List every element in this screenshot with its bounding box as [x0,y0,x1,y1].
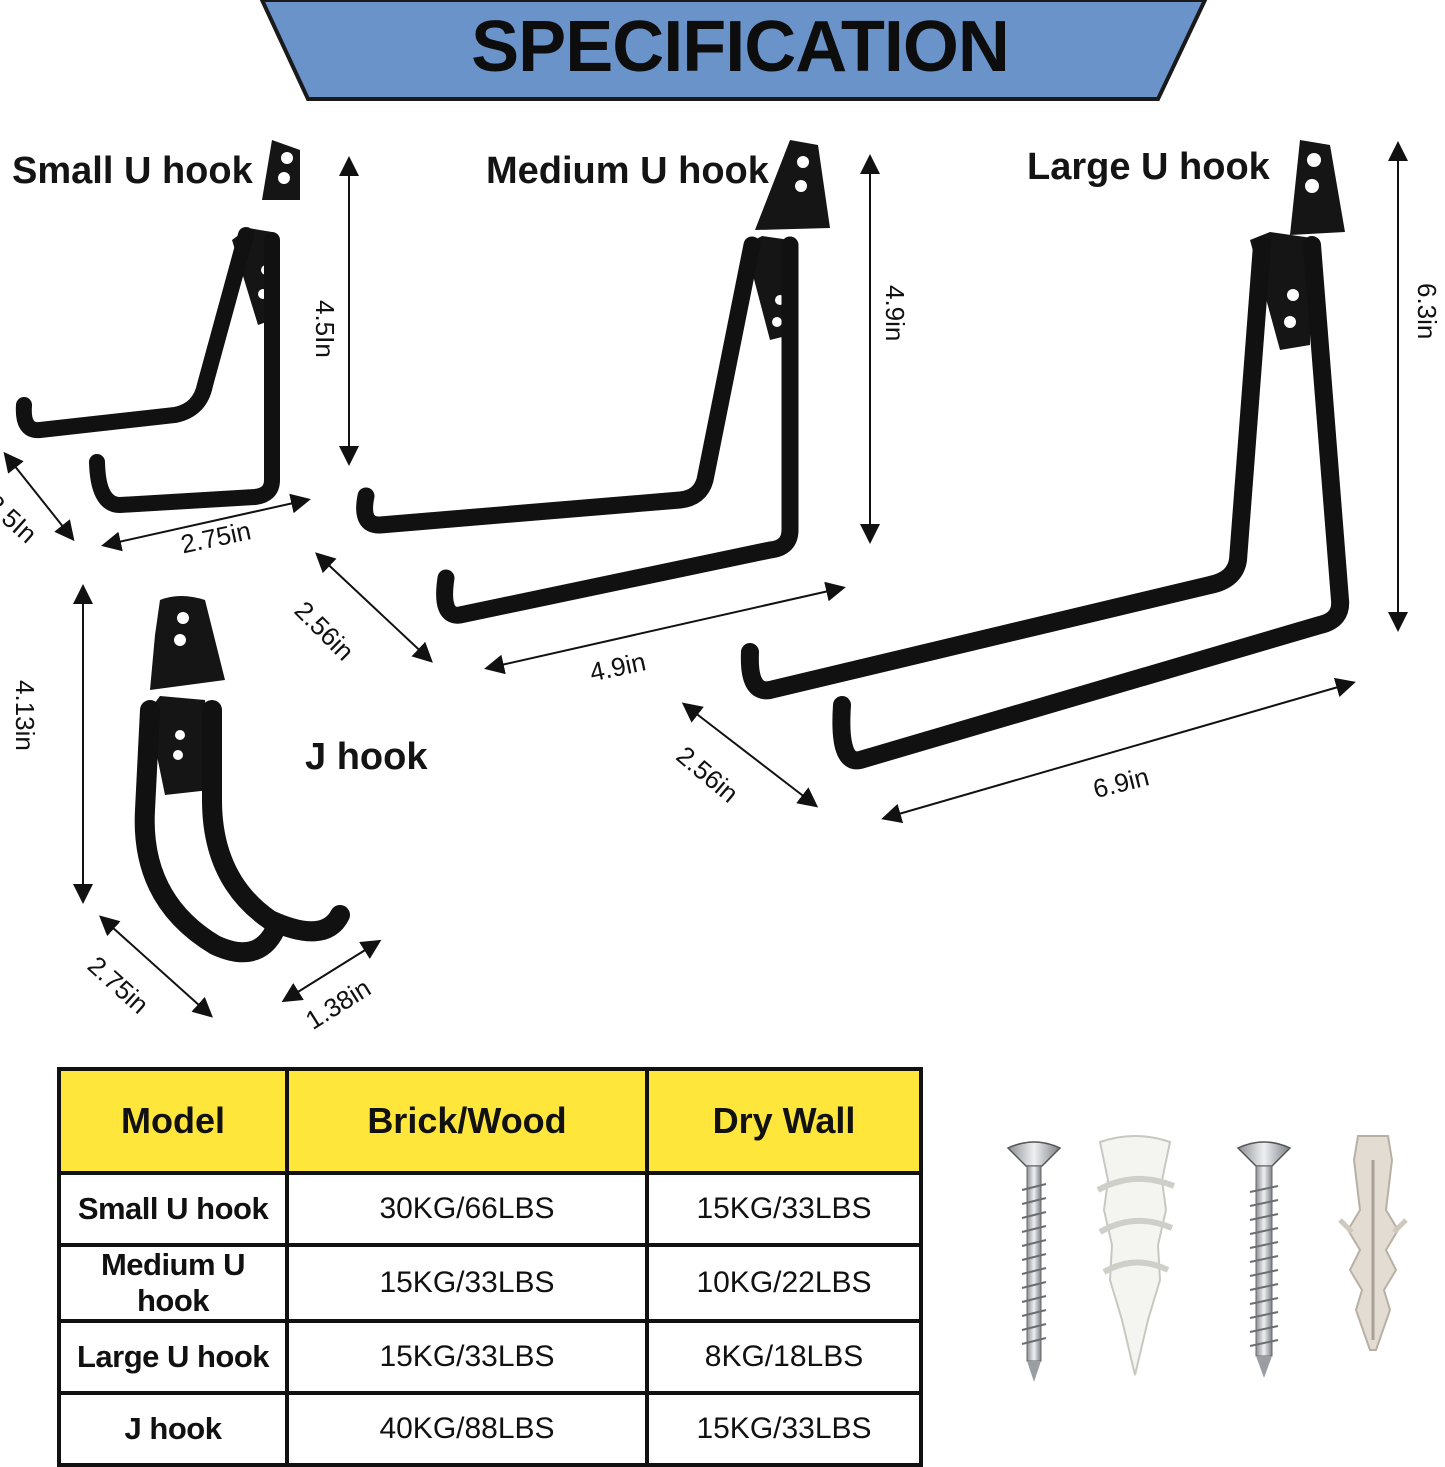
model-cell: J hook [57,1391,289,1467]
dry-wall-cell: 10KG/22LBS [645,1243,923,1323]
header-dry-wall: Dry Wall [645,1067,923,1175]
small-width-arrow [101,493,311,552]
large-u-hook-icon [740,140,1350,770]
j-hook-label: J hook [305,736,428,778]
page-title: SPECIFICATION [471,7,1010,87]
brick-wood-cell: 40KG/88LBS [285,1391,649,1467]
header-brick-wood: Brick/Wood [285,1067,649,1175]
table-row: Small U hook 30KG/66LBS 15KG/33LBS [57,1171,923,1247]
dry-wall-cell: 8KG/18LBS [645,1319,923,1395]
table-row: J hook 40KG/88LBS 15KG/33LBS [57,1391,923,1467]
j-height-dim: 4.13in [10,680,40,751]
model-cell: Small U hook [57,1171,289,1247]
j-width-arrow [99,915,213,1018]
medium-depth-arrow [315,552,433,663]
dry-wall-cell: 15KG/33LBS [645,1391,923,1467]
brick-wood-cell: 30KG/66LBS [285,1171,649,1247]
brick-wood-cell: 15KG/33LBS [285,1319,649,1395]
small-u-hook-label: Small U hook [12,150,253,192]
model-cell: Medium U hook [57,1243,289,1323]
model-cell: Large U hook [57,1319,289,1395]
table-row: Large U hook 15KG/33LBS 8KG/18LBS [57,1319,923,1395]
plastic-anchor-icon [1338,1135,1408,1351]
title-banner: SPECIFICATION [0,0,1445,110]
medium-u-hook-label: Medium U hook [486,150,769,192]
large-width-arrow [881,677,1356,824]
dry-wall-cell: 15KG/33LBS [645,1171,923,1247]
hooks-illustration [3,140,1408,1018]
table-header-row: Model Brick/Wood Dry Wall [57,1067,923,1175]
small-u-hook-icon [15,140,300,514]
medium-u-hook-icon [356,140,830,624]
large-depth-arrow [681,702,819,808]
mounting-hardware [1006,1135,1408,1382]
brick-wood-cell: 15KG/33LBS [285,1243,649,1323]
drywall-anchor-icon [1096,1135,1176,1376]
header-model: Model [57,1067,289,1175]
large-height-dim: 6.3in [1412,283,1442,340]
medium-width-arrow [484,581,846,675]
table-row: Medium U hook 15KG/33LBS 10KG/22LBS [57,1243,923,1323]
banner-shape [259,0,1208,101]
load-capacity-table: Model Brick/Wood Dry Wall Small U hook 3… [57,1067,923,1467]
large-u-hook-label: Large U hook [1027,146,1270,188]
j-depth-arrow [281,939,382,1003]
small-height-dim: 4.5In [310,300,340,358]
small-depth-arrow [3,451,75,542]
medium-height-dim: 4.9in [880,285,910,342]
screw-icon [1006,1141,1062,1382]
screw-icon [1236,1141,1292,1378]
